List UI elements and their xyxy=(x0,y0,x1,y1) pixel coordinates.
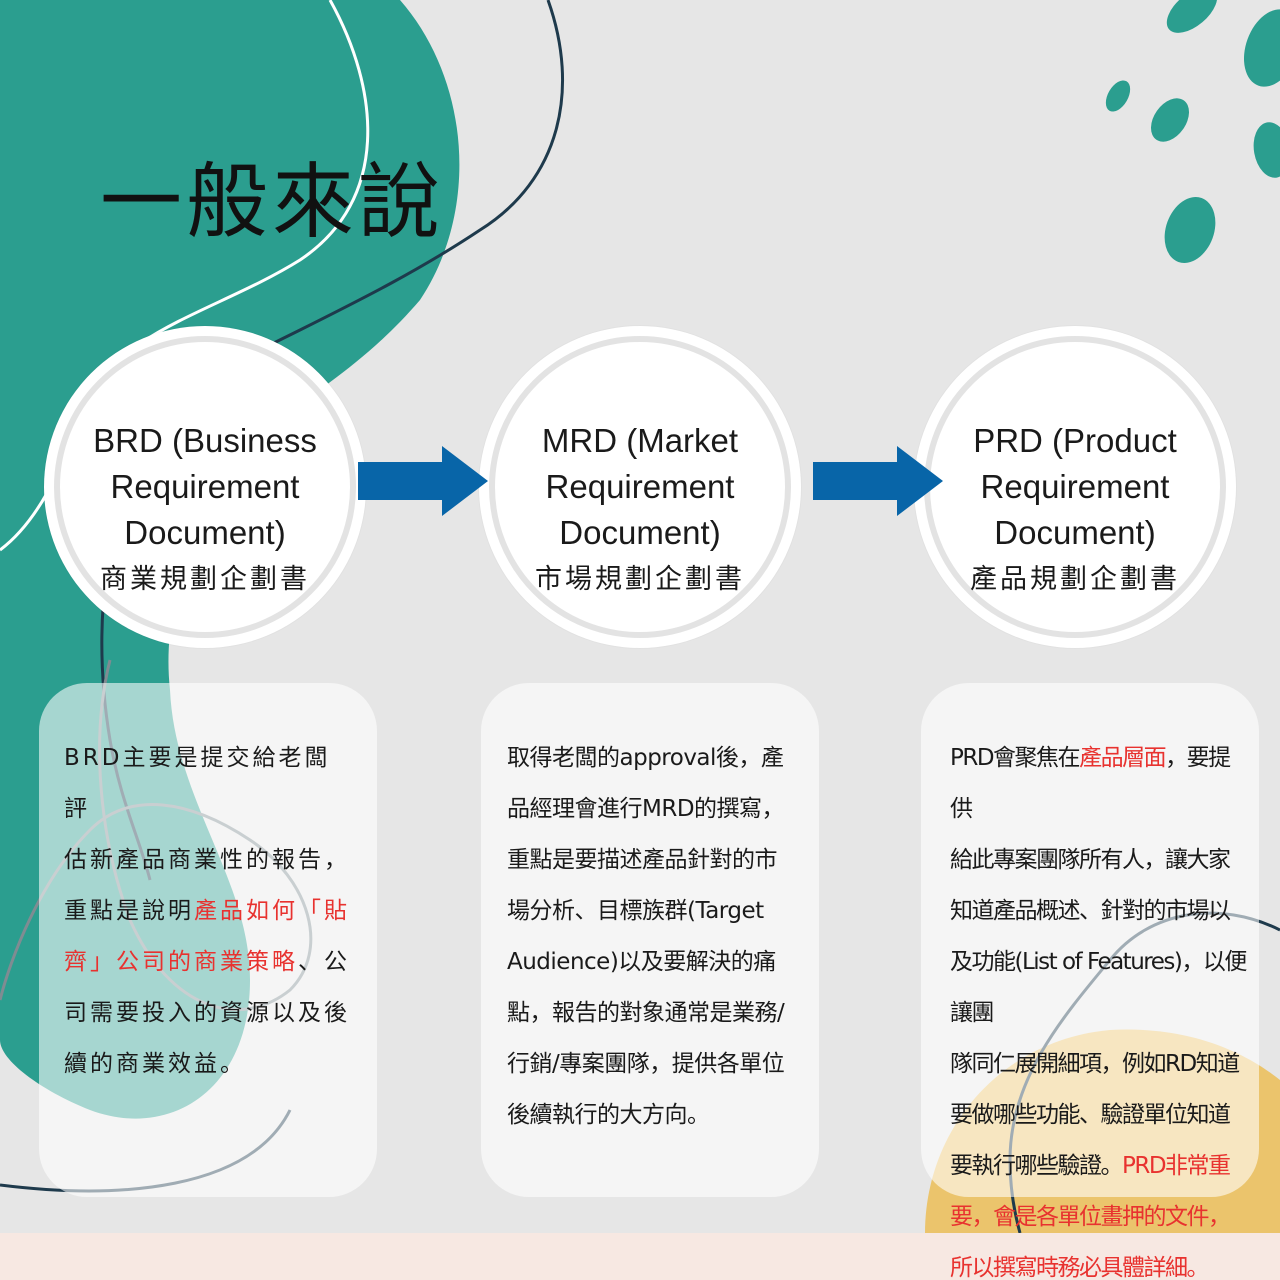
description-text: 要做哪些功能、驗證單位知道 xyxy=(950,1102,1231,1128)
highlight-text: 所以撰寫時務必具體詳細。 xyxy=(950,1255,1210,1280)
description-text: 取得老闆的approval後，產 xyxy=(507,745,784,771)
description-text: 重點是說明 xyxy=(64,898,194,924)
teal-dot xyxy=(1253,122,1280,178)
description-line: 取得老闆的approval後，產 xyxy=(507,733,807,784)
highlight-text: PRD非常重 xyxy=(1122,1153,1231,1179)
description-text: 後續執行的大方向。 xyxy=(507,1102,710,1128)
description-text: 續的商業效益。 xyxy=(64,1051,246,1077)
description-line: 估新產品商業性的報告， xyxy=(64,835,354,886)
description-line: 重點是要描述產品針對的市 xyxy=(507,835,807,886)
description-text: 司需要投入的資源以及後 xyxy=(64,1000,350,1026)
brd-name-line: Requirement xyxy=(110,468,300,505)
description-text: 給此專案團隊所有人，讓大家 xyxy=(950,847,1231,873)
description-text: 行銷/專案團隊，提供各單位 xyxy=(507,1051,785,1077)
prd-label: PRD (Product Requirement Document) 產品規劃企… xyxy=(914,418,1236,604)
description-line: 場分析、目標族群(Target xyxy=(507,886,807,937)
description-line: 續的商業效益。 xyxy=(64,1039,354,1090)
prd-chinese-name: 產品規劃企劃書 xyxy=(970,564,1180,595)
description-line: 點，報告的對象通常是業務/ xyxy=(507,988,807,1039)
description-text: 場分析、目標族群(Target xyxy=(507,898,764,924)
description-line: 品經理會進行MRD的撰寫， xyxy=(507,784,807,835)
description-text: ，要提供 xyxy=(950,745,1231,822)
description-text: PRD會聚焦在 xyxy=(950,745,1081,771)
highlight-text: 產品層面 xyxy=(1079,745,1167,771)
prd-name-line: Document) xyxy=(994,514,1156,551)
brd-name-line: Document) xyxy=(124,514,286,551)
teal-dot xyxy=(1150,98,1190,142)
highlight-text: 齊」公司的商業策略 xyxy=(64,949,298,975)
mrd-name-line: MRD (Market xyxy=(541,422,739,459)
brd-description-card xyxy=(39,683,377,1197)
prd-name-line: Requirement xyxy=(980,468,1170,505)
teal-dot xyxy=(1105,80,1131,112)
bottom-band xyxy=(0,1233,1280,1280)
description-line: 要做哪些功能、驗證單位知道 xyxy=(950,1090,1250,1141)
page-title: 一般來說 xyxy=(100,155,445,250)
description-line: 行銷/專案團隊，提供各單位 xyxy=(507,1039,807,1090)
prd-description-card xyxy=(921,683,1259,1197)
description-line: PRD會聚焦在產品層面，要提供 xyxy=(950,733,1250,835)
description-text: 、公 xyxy=(298,949,350,975)
description-text: 要執行哪些驗證。 xyxy=(950,1153,1124,1179)
mrd-circle: MRD (Market Requirement Document) 市場規劃企劃… xyxy=(479,326,801,648)
mrd-name-line: Document) xyxy=(559,514,721,551)
description-line: BRD主要是提交給老闆評 xyxy=(64,733,354,835)
mrd-name-line: Requirement xyxy=(545,468,735,505)
highlight-text: 要，會是各單位畫押的文件， xyxy=(950,1204,1231,1230)
prd-description: PRD會聚焦在產品層面，要提供給此專案團隊所有人，讓大家知道產品概述、針對的市場… xyxy=(950,733,1250,1280)
description-text: 知道產品概述、針對的市場以 xyxy=(950,898,1231,924)
brd-description: BRD主要是提交給老闆評估新產品商業性的報告，重點是說明產品如何「貼齊」公司的商… xyxy=(64,733,354,1090)
description-line: 及功能(List of Features)，以便讓團 xyxy=(950,937,1250,1039)
description-text: 及功能(List of Features)，以便讓團 xyxy=(950,949,1247,1026)
arrow-right-icon xyxy=(813,446,943,516)
teal-dot xyxy=(1164,197,1216,263)
mrd-description: 取得老闆的approval後，產品經理會進行MRD的撰寫， 重點是要描述產品針對的… xyxy=(507,733,807,1141)
prd-circle: PRD (Product Requirement Document) 產品規劃企… xyxy=(914,326,1236,648)
description-text: 品經理會進行MRD的撰寫， xyxy=(507,796,785,822)
teal-dot xyxy=(1166,0,1218,33)
description-line: 要，會是各單位畫押的文件， xyxy=(950,1192,1250,1243)
mrd-label: MRD (Market Requirement Document) 市場規劃企劃… xyxy=(479,418,801,604)
highlight-text: 產品如何「貼 xyxy=(194,898,350,924)
description-line: 給此專案團隊所有人，讓大家 xyxy=(950,835,1250,886)
description-text: 重點是要描述產品針對的市 xyxy=(507,847,778,873)
description-text: BRD主要是提交給老闆評 xyxy=(64,745,331,822)
description-line: 所以撰寫時務必具體詳細。 xyxy=(950,1243,1250,1280)
circle-ring xyxy=(54,336,356,638)
description-line: 重點是說明產品如何「貼 xyxy=(64,886,354,937)
mrd-description-card xyxy=(481,683,819,1197)
description-line: 隊同仁展開細項，例如RD知道 xyxy=(950,1039,1250,1090)
prd-name-line: PRD (Product xyxy=(973,422,1177,459)
brd-name-line: BRD (Business xyxy=(93,422,317,459)
description-line: 要執行哪些驗證。PRD非常重 xyxy=(950,1141,1250,1192)
brd-label: BRD (Business Requirement Document) 商業規劃… xyxy=(44,418,366,604)
description-line: 後續執行的大方向。 xyxy=(507,1090,807,1141)
description-line: 司需要投入的資源以及後 xyxy=(64,988,354,1039)
description-text: 點，報告的對象通常是業務/ xyxy=(507,1000,785,1026)
teal-dot xyxy=(1243,9,1280,87)
description-line: Audience)以及要解決的痛 xyxy=(507,937,807,988)
description-text: 隊同仁展開細項，例如RD知道 xyxy=(950,1051,1240,1077)
description-line: 知道產品概述、針對的市場以 xyxy=(950,886,1250,937)
mrd-chinese-name: 市場規劃企劃書 xyxy=(535,564,745,595)
description-text: Audience)以及要解決的痛 xyxy=(507,949,776,975)
description-text: 估新產品商業性的報告， xyxy=(64,847,350,873)
circle-ring xyxy=(489,336,791,638)
arrow-right-icon xyxy=(358,446,488,516)
brd-circle: BRD (Business Requirement Document) 商業規劃… xyxy=(44,326,366,648)
brd-chinese-name: 商業規劃企劃書 xyxy=(100,564,310,595)
description-line: 齊」公司的商業策略、公 xyxy=(64,937,354,988)
